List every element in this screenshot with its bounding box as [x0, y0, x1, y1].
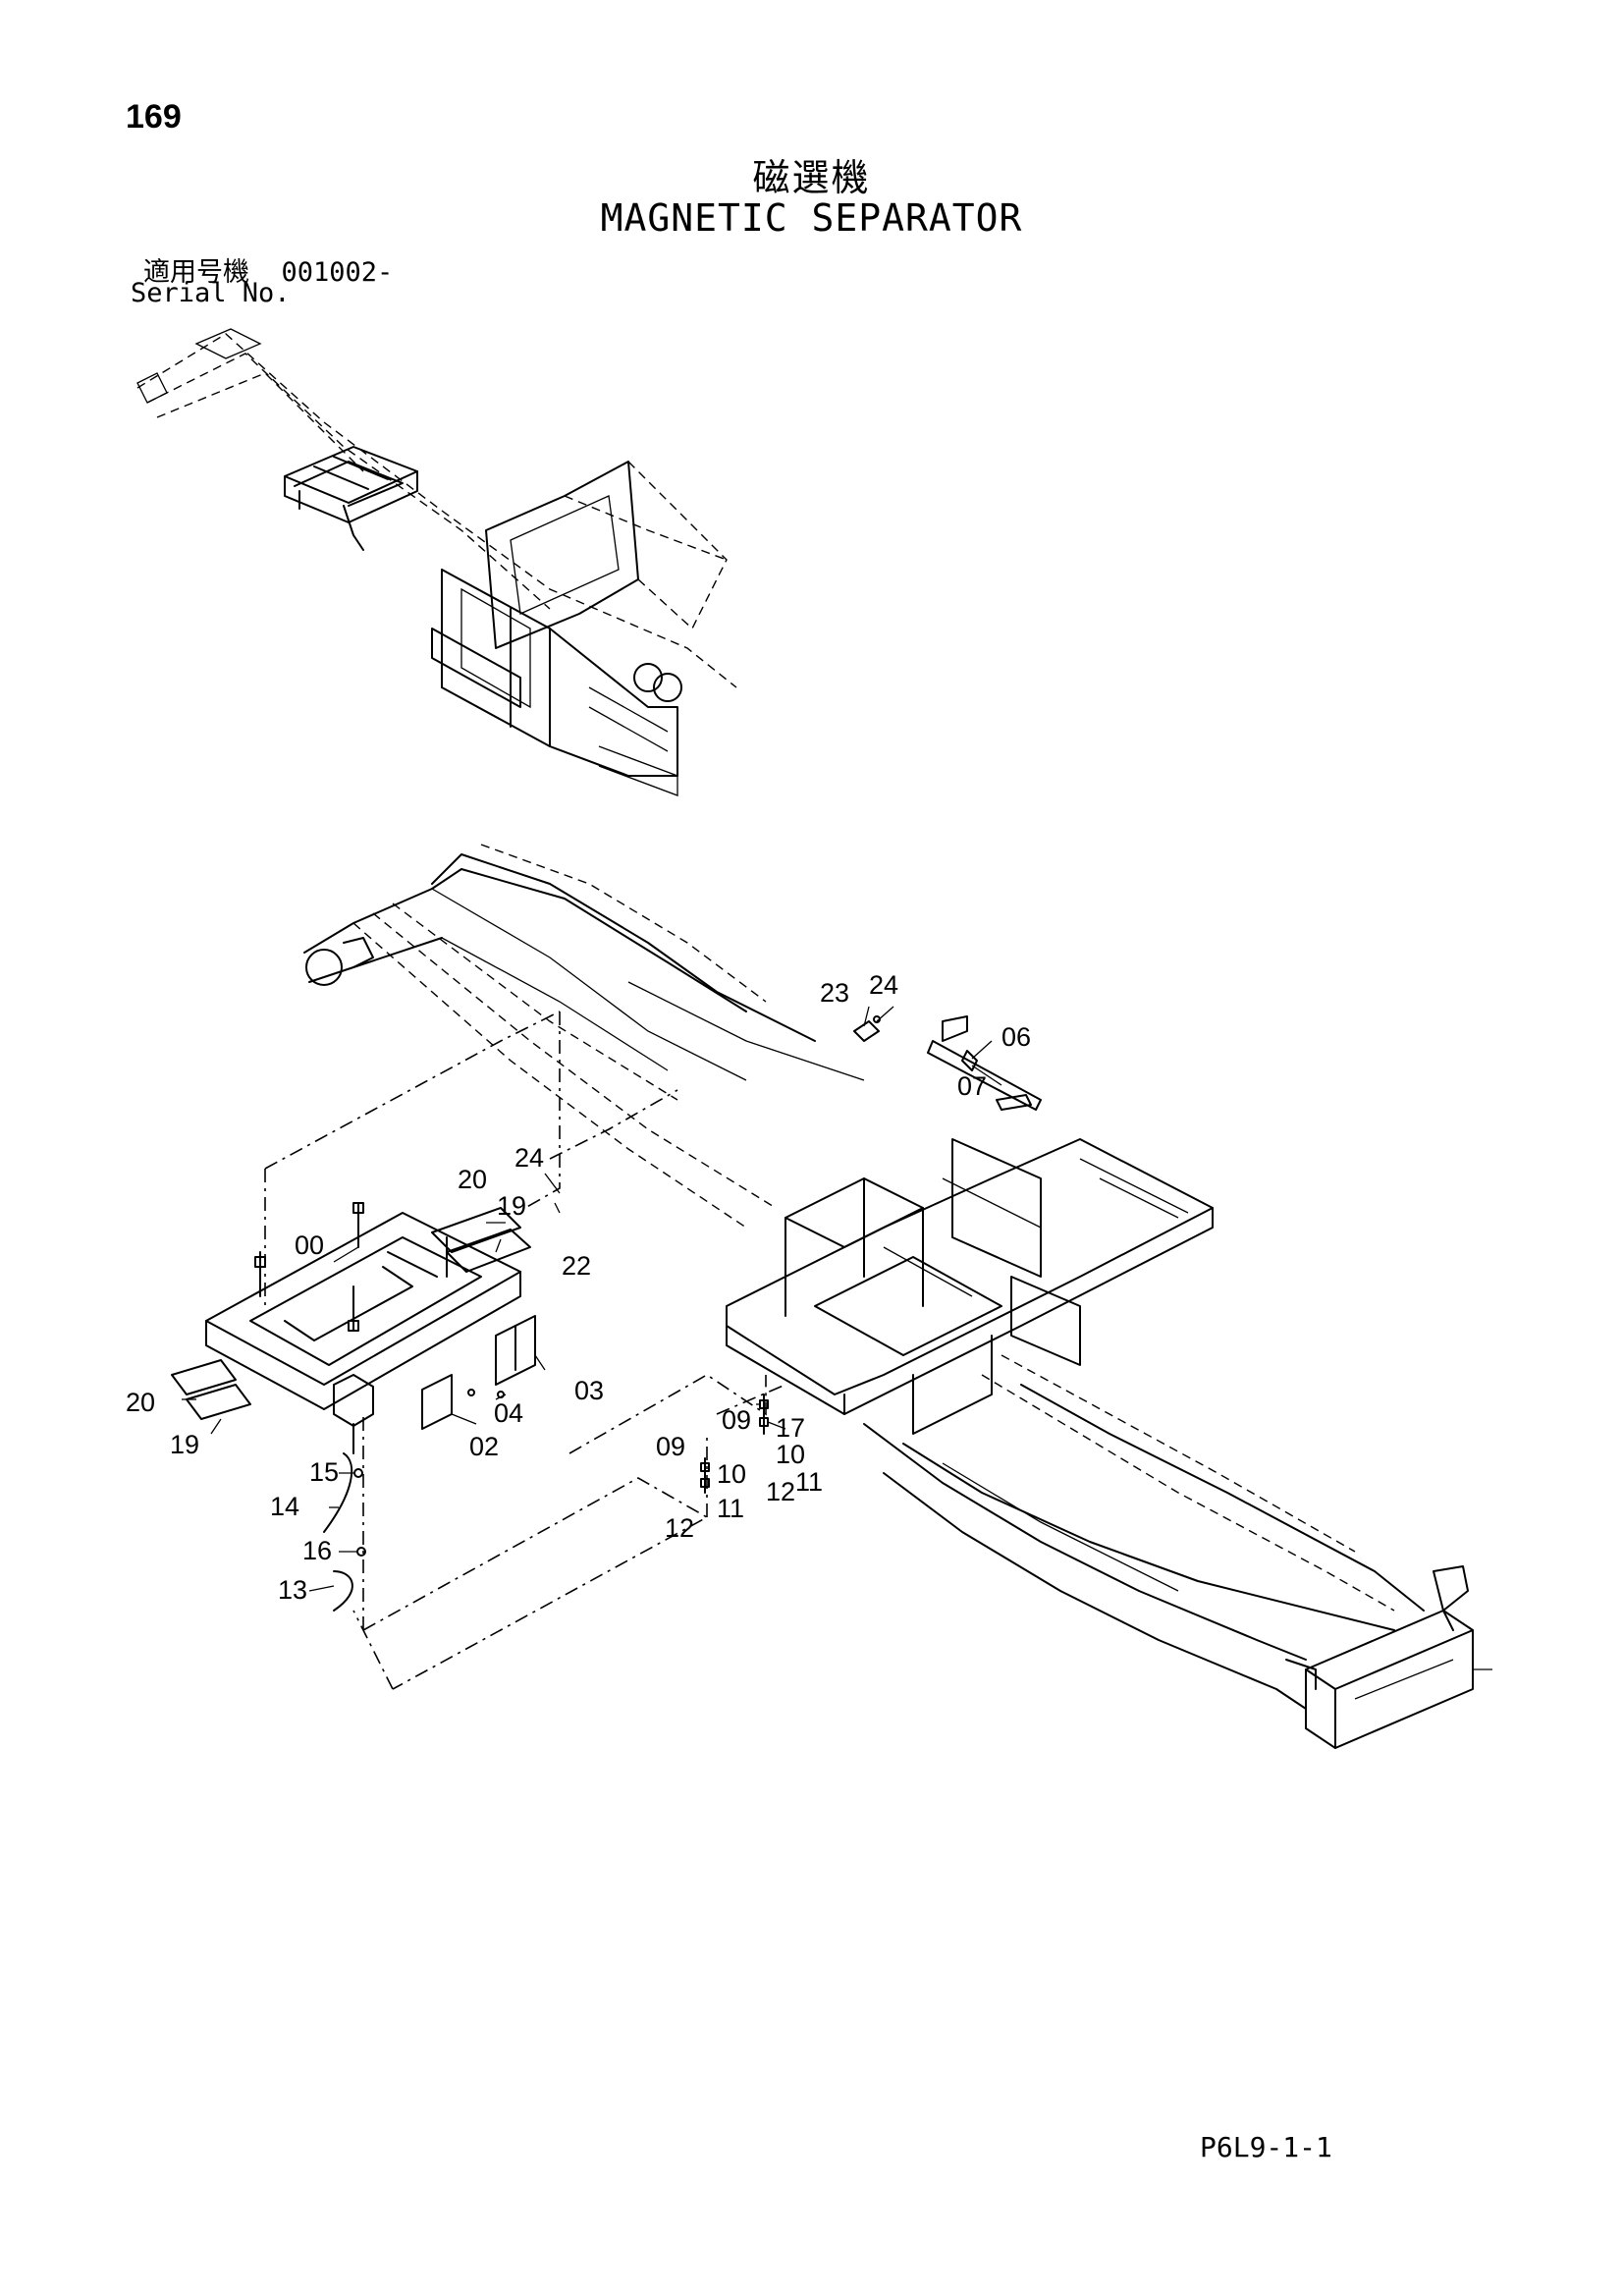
callout-11-right: 11	[795, 1467, 823, 1497]
overview-machine-illustration	[136, 328, 737, 796]
callout-24-top: 24	[869, 970, 898, 1000]
callout-22: 22	[562, 1251, 591, 1281]
callout-19-bottom: 19	[170, 1430, 199, 1459]
callout-24-left: 24	[514, 1143, 544, 1173]
callout-14: 14	[270, 1492, 299, 1521]
title-japanese: 磁選機	[752, 156, 871, 199]
page-number: 169	[126, 98, 182, 136]
callout-07: 07	[957, 1071, 987, 1101]
callout-04: 04	[494, 1398, 523, 1428]
title-english: MAGNETIC SEPARATOR	[600, 196, 1023, 240]
callout-00: 00	[295, 1230, 324, 1260]
callout-12-left: 12	[665, 1513, 694, 1543]
callout-11-left: 11	[717, 1494, 744, 1523]
callout-09-right: 09	[722, 1405, 751, 1435]
callout-leader-lines	[182, 1006, 1002, 1592]
footer-figure-code: P6L9-1-1	[1200, 2131, 1332, 2163]
callout-19-top: 19	[497, 1191, 526, 1221]
callout-12-right: 12	[766, 1477, 795, 1506]
conveyor-frame-illustration	[303, 844, 1492, 1749]
callout-10-right: 10	[776, 1440, 805, 1469]
callout-17: 17	[776, 1413, 805, 1443]
callout-02: 02	[469, 1432, 499, 1461]
callout-09-left: 09	[656, 1432, 685, 1461]
callout-20-bottom: 20	[126, 1388, 155, 1417]
serial-number-label-en: Serial No.	[131, 278, 291, 308]
assembly-guide-lines	[264, 1011, 786, 1690]
callout-13: 13	[278, 1575, 307, 1605]
magnetic-separator-unit	[171, 1202, 536, 1612]
bracket-parts	[853, 1015, 1042, 1111]
serial-number-label-jp: 適用号機 001002-	[143, 257, 394, 288]
callout-10-left: 10	[717, 1459, 746, 1489]
callout-20-top: 20	[458, 1165, 487, 1194]
callout-15: 15	[309, 1457, 339, 1487]
callout-labels: 23 24 06 07 24 22 20 19 00 03 04 02 20 1…	[126, 970, 1031, 1605]
callout-06: 06	[1001, 1022, 1031, 1052]
callout-16: 16	[302, 1536, 332, 1565]
callout-03: 03	[574, 1376, 604, 1405]
callout-23: 23	[820, 978, 849, 1008]
